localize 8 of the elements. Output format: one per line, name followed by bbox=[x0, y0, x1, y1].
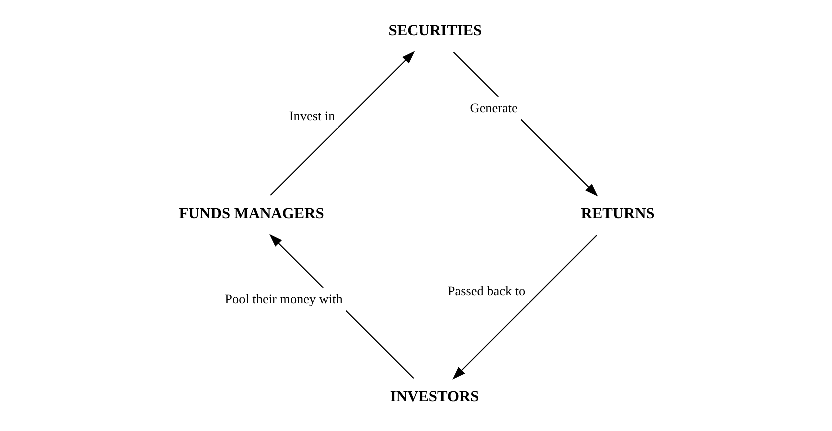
edge-label: Generate bbox=[470, 100, 518, 116]
node-text: INVESTORS bbox=[390, 388, 480, 406]
edge-label: Pool their money with bbox=[225, 291, 343, 306]
edge-label: Invest in bbox=[289, 108, 336, 124]
node-text: SECURITIES bbox=[388, 22, 482, 40]
edge-label: Passed back to bbox=[448, 283, 526, 298]
node-text: RETURNS bbox=[581, 205, 655, 222]
node-text: FUNDS MANAGERS bbox=[179, 205, 324, 222]
